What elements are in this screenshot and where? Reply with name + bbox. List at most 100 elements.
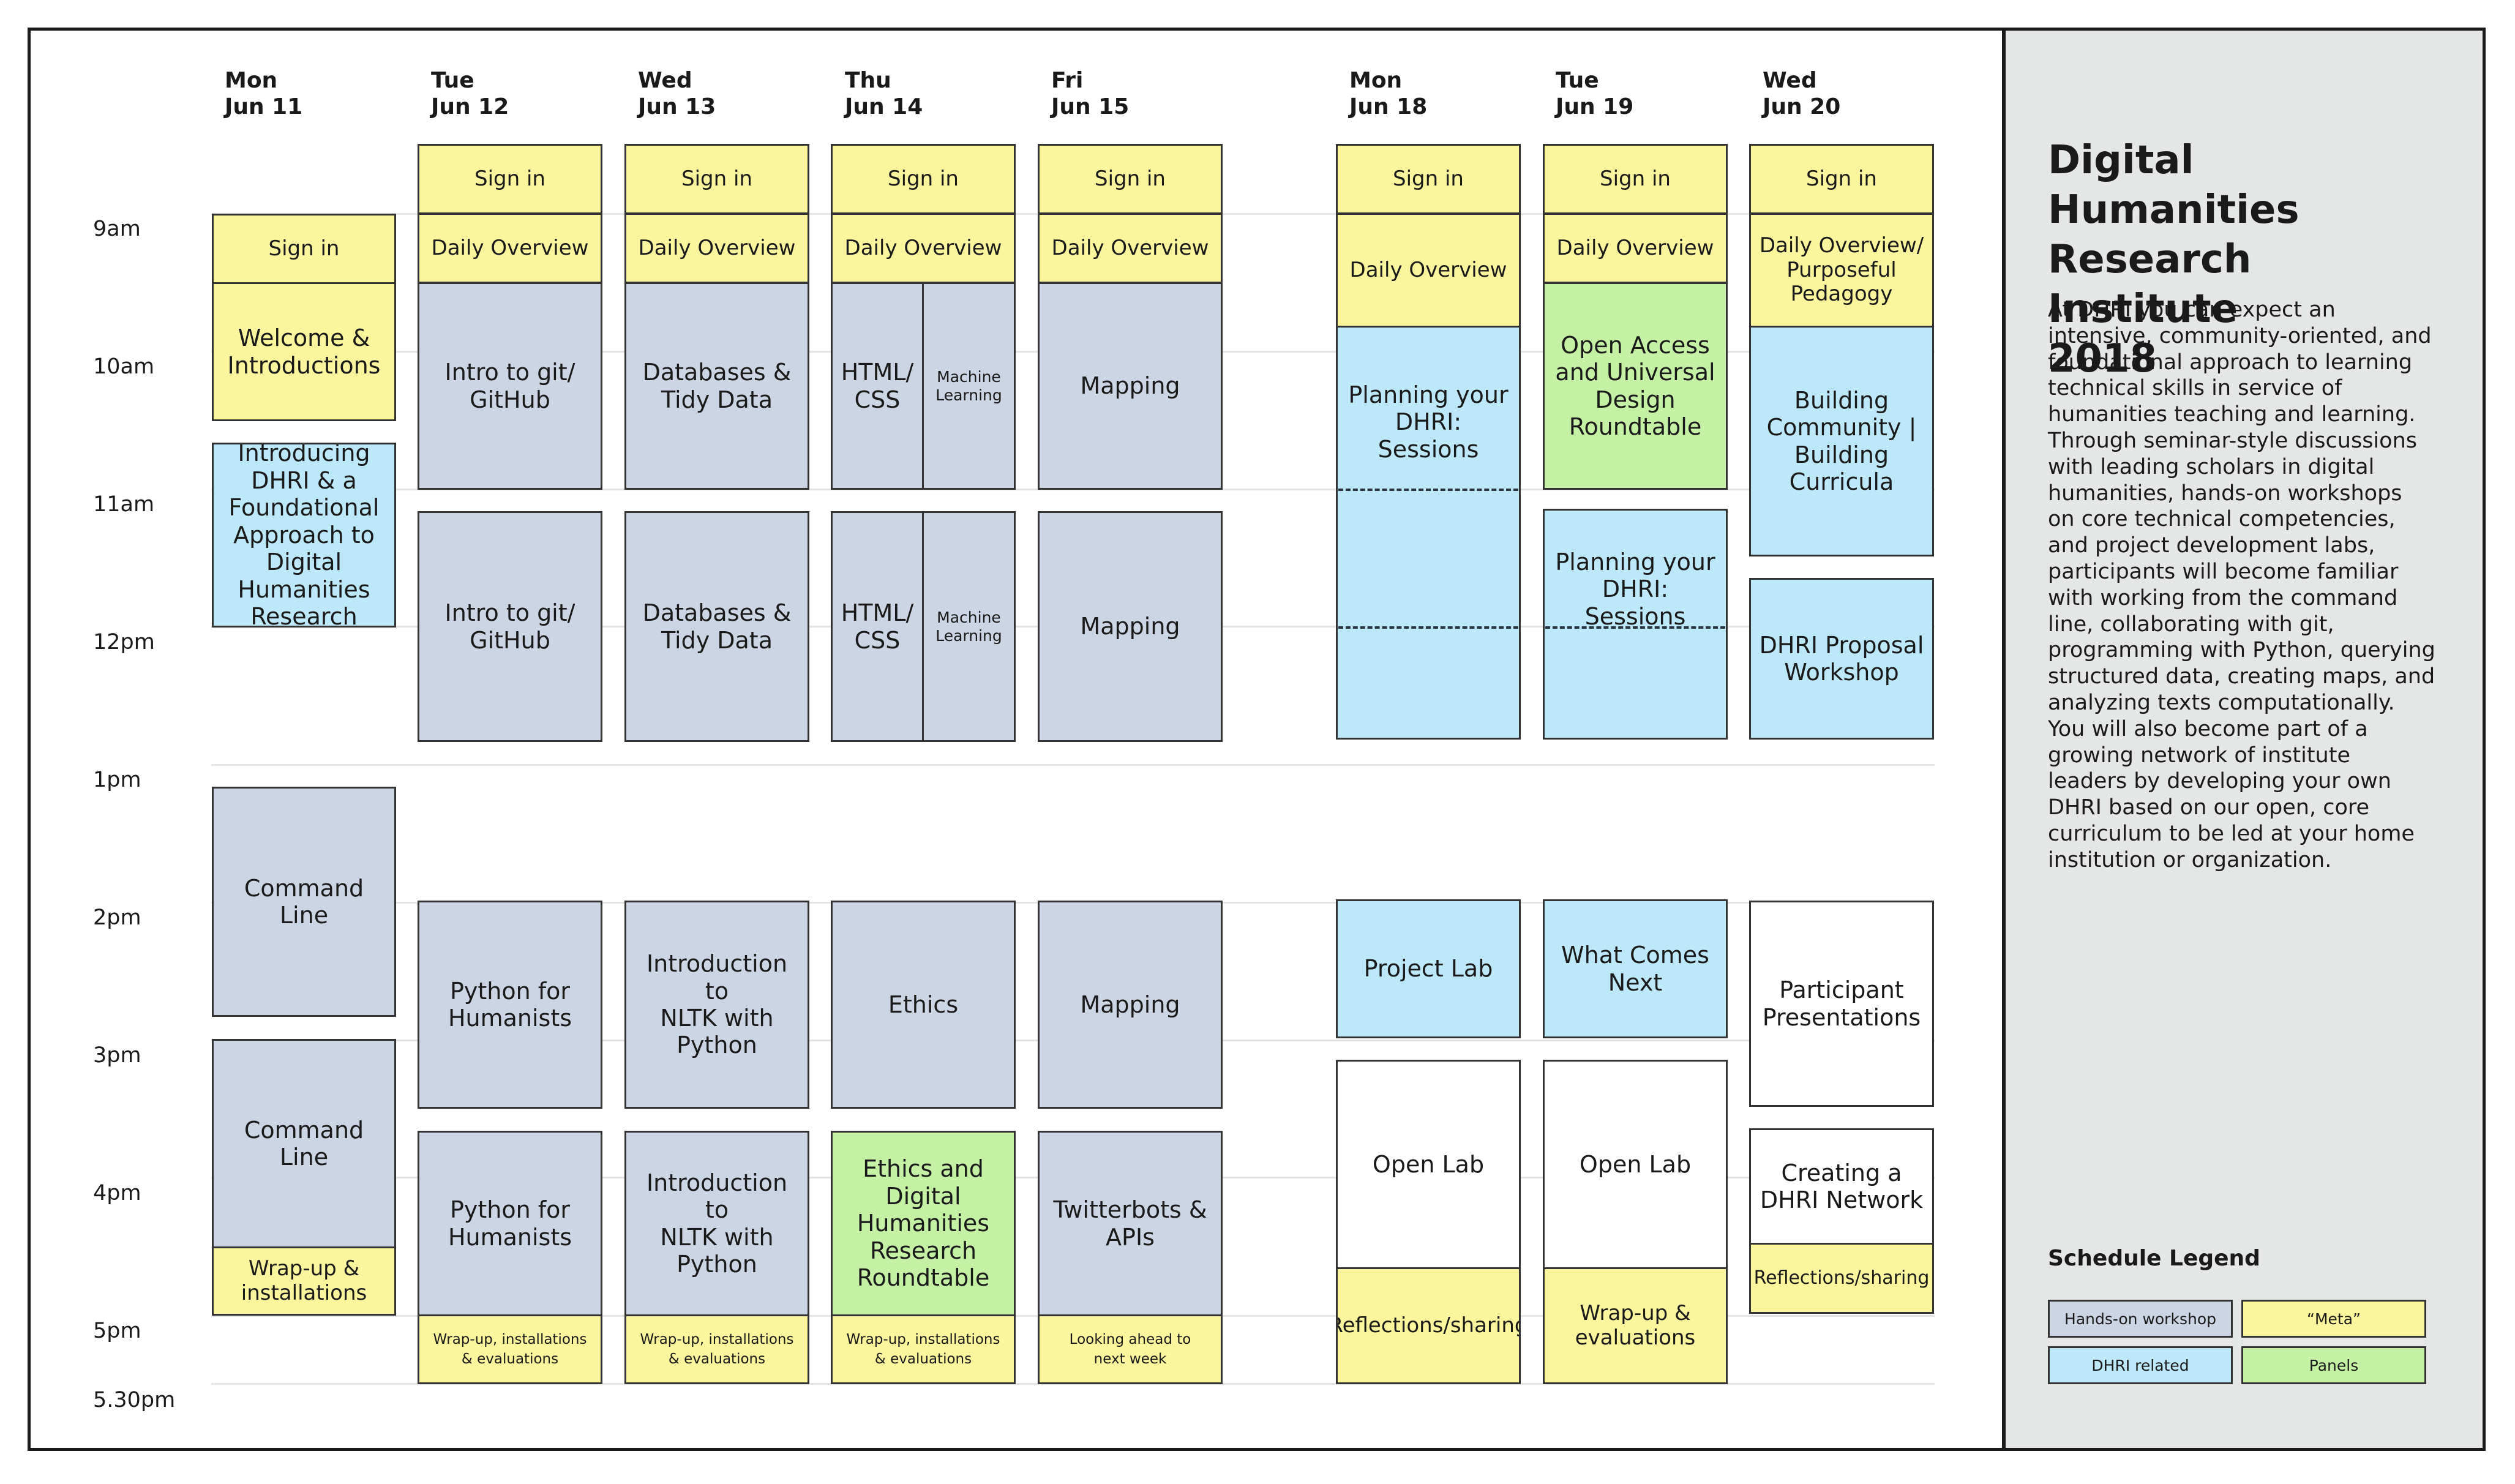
session-block[interactable]: Python for Humanists [418, 901, 602, 1109]
session-label: Sign in [474, 166, 545, 191]
session-label: What Comes Next [1561, 942, 1709, 996]
session-block[interactable]: Wrap-up & evaluations [1543, 1267, 1728, 1384]
session-block[interactable]: Daily Overview [624, 213, 809, 283]
session-block[interactable]: Sign in [831, 144, 1016, 214]
session-block[interactable]: Daily Overview [1038, 213, 1223, 283]
session-label: Twitterbots & APIs [1053, 1196, 1207, 1251]
session-block[interactable]: Sign in [1749, 144, 1934, 214]
time-label: 12pm [93, 630, 155, 654]
session-block[interactable]: Wrap-up, installations & evaluations [831, 1314, 1016, 1384]
session-block[interactable]: Mapping [1038, 282, 1223, 490]
day-weekday: Tue [1556, 68, 1599, 93]
session-block[interactable]: Open Access and Universal Design Roundta… [1543, 282, 1728, 490]
session-block[interactable]: Wrap-up, installations & evaluations [418, 1314, 602, 1384]
session-block[interactable]: Planning your DHRI: Sessions [1336, 326, 1521, 740]
session-block[interactable]: Ethics and Digital Humanities Research R… [831, 1131, 1016, 1316]
session-divider [1545, 626, 1725, 629]
time-label: 9am [93, 217, 141, 241]
hour-gridline [211, 764, 1935, 766]
session-label: Participant Presentations [1762, 976, 1921, 1031]
day-date: Jun 19 [1556, 94, 1634, 119]
session-label: Welcome & Introductions [227, 324, 381, 379]
session-label: Reflections/sharing [1753, 1267, 1930, 1289]
session-label: Creating a DHRI Network [1760, 1159, 1924, 1213]
session-block[interactable]: HTML/ CSS [831, 511, 924, 742]
session-block[interactable]: HTML/ CSS [831, 282, 924, 490]
session-block[interactable]: Wrap-up & installations [212, 1246, 396, 1316]
session-label: Databases & Tidy Data [642, 359, 792, 413]
day-date: Jun 20 [1763, 94, 1841, 119]
session-label: Daily Overview [1349, 257, 1507, 282]
session-block[interactable]: Daily Overview [831, 213, 1016, 283]
session-block[interactable]: Daily Overview/ Purposeful Pedagogy [1749, 213, 1934, 328]
time-label: 1pm [93, 768, 141, 792]
session-block[interactable]: Machine Learning [922, 511, 1016, 742]
session-block[interactable]: Reflections/sharing [1749, 1243, 1934, 1314]
session-label: Wrap-up & installations [241, 1256, 367, 1305]
session-block[interactable]: Introduction to NLTK with Python [624, 1131, 809, 1316]
session-block[interactable]: Sign in [212, 214, 396, 284]
session-block[interactable]: Open Lab [1543, 1060, 1728, 1269]
session-block[interactable]: Introducing DHRI & a Foundational Approa… [212, 443, 396, 628]
session-block[interactable]: Daily Overview [1543, 213, 1728, 283]
session-block[interactable]: Sign in [418, 144, 602, 214]
legend-label: DHRI related [2091, 1356, 2189, 1374]
session-label: Sign in [1393, 166, 1464, 191]
session-label: Python for Humanists [448, 977, 572, 1032]
session-label: Ethics [888, 991, 959, 1018]
day-weekday: Wed [638, 68, 692, 93]
session-block[interactable]: Wrap-up, installations & evaluations [624, 1314, 809, 1384]
legend-label: Panels [2309, 1356, 2359, 1374]
session-label: Sign in [1600, 166, 1671, 191]
session-block[interactable]: Looking ahead to next week [1038, 1314, 1223, 1384]
session-label: Wrap-up & evaluations [1575, 1300, 1696, 1350]
session-block[interactable]: Open Lab [1336, 1060, 1521, 1269]
legend-title: Schedule Legend [2048, 1246, 2260, 1271]
session-block[interactable]: Command Line [212, 1039, 396, 1248]
day-date: Jun 15 [1051, 94, 1130, 119]
legend-label: “Meta” [2307, 1310, 2361, 1328]
session-block[interactable]: Creating a DHRI Network [1749, 1128, 1934, 1245]
session-label: Wrap-up, installations & evaluations [846, 1331, 1000, 1367]
session-block[interactable]: Planning your DHRI: Sessions [1543, 509, 1728, 740]
day-weekday: Mon [225, 68, 278, 93]
session-block[interactable]: Sign in [1038, 144, 1223, 214]
session-block[interactable]: Participant Presentations [1749, 901, 1934, 1107]
legend-item-hands-on-workshop: Hands-on workshop [2048, 1300, 2233, 1338]
session-block[interactable]: Sign in [1543, 144, 1728, 214]
session-label: HTML/ CSS [841, 599, 914, 654]
session-block[interactable]: Building Community | Building Curricula [1749, 326, 1934, 556]
session-block[interactable]: Introduction to NLTK with Python [624, 901, 809, 1109]
time-label: 4pm [93, 1181, 141, 1205]
day-date: Jun 13 [638, 94, 716, 119]
session-block[interactable]: Daily Overview [1336, 213, 1521, 328]
session-block[interactable]: Machine Learning [922, 282, 1016, 490]
session-label: Command Line [244, 874, 364, 929]
day-weekday: Fri [1051, 68, 1084, 93]
session-block[interactable]: Mapping [1038, 901, 1223, 1109]
session-block[interactable]: Sign in [624, 144, 809, 214]
session-block[interactable]: Ethics [831, 901, 1016, 1109]
session-block[interactable]: Twitterbots & APIs [1038, 1131, 1223, 1316]
session-block[interactable]: Project Lab [1336, 899, 1521, 1038]
session-block[interactable]: What Comes Next [1543, 899, 1728, 1038]
session-label: Project Lab [1363, 955, 1493, 983]
session-block[interactable]: Sign in [1336, 144, 1521, 214]
session-block[interactable]: Intro to git/ GitHub [418, 282, 602, 490]
session-label: Intro to git/ GitHub [444, 599, 575, 654]
session-block[interactable]: Intro to git/ GitHub [418, 511, 602, 742]
session-block[interactable]: Reflections/sharing [1336, 1267, 1521, 1384]
day-date: Jun 11 [225, 94, 303, 119]
session-block[interactable]: Daily Overview [418, 213, 602, 283]
session-label: Open Lab [1372, 1150, 1485, 1178]
session-block[interactable]: Command Line [212, 787, 396, 1017]
session-block[interactable]: Welcome & Introductions [212, 282, 396, 421]
session-block[interactable]: Databases & Tidy Data [624, 511, 809, 742]
session-block[interactable]: Databases & Tidy Data [624, 282, 809, 490]
session-block[interactable]: DHRI Proposal Workshop [1749, 578, 1934, 740]
institute-description: At DHRI you can expect an intensive, com… [2048, 298, 2435, 872]
session-block[interactable]: Mapping [1038, 511, 1223, 742]
session-block[interactable]: Python for Humanists [418, 1131, 602, 1316]
